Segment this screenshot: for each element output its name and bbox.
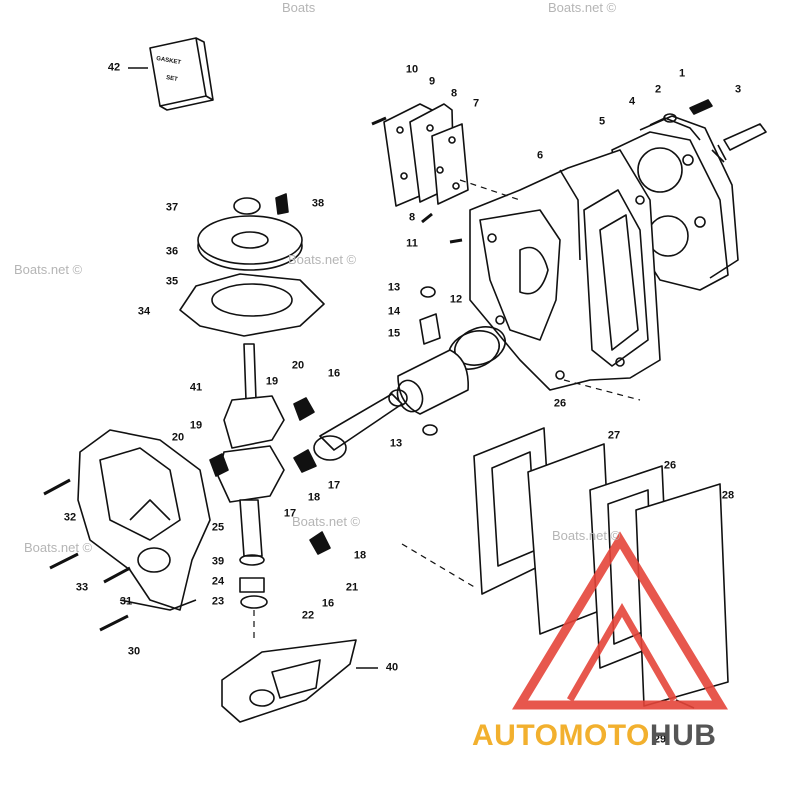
callout-13b: 13 (389, 437, 403, 450)
brand-wordmark: AUTOMOTOHUB (472, 719, 716, 753)
crankshaft (209, 343, 331, 609)
callout-42: 42 (107, 61, 121, 74)
watermark: Boats.net © (288, 252, 357, 267)
callout-26a: 26 (553, 397, 567, 410)
callout-4: 4 (628, 95, 636, 108)
callout-27: 27 (607, 429, 621, 442)
callout-33: 33 (75, 581, 89, 594)
callout-11: 11 (406, 237, 418, 250)
callout-12: 12 (449, 293, 463, 306)
callout-8b: 8 (408, 211, 416, 224)
callout-35: 35 (165, 275, 179, 288)
brand-part2: HUB (649, 719, 717, 752)
bolt-1 (689, 99, 713, 115)
callout-37: 37 (165, 201, 179, 214)
callout-19b: 19 (189, 419, 203, 432)
callout-39: 39 (211, 555, 225, 568)
watermark: Boats.net © (548, 0, 617, 15)
washer-2 (663, 113, 677, 123)
callout-10: 10 (405, 63, 419, 76)
magneto-assembly (179, 193, 325, 337)
callout-34: 34 (137, 305, 151, 318)
callout-8a: 8 (450, 87, 458, 100)
brand-triangle-logo (512, 531, 728, 710)
callout-7: 7 (472, 97, 480, 110)
callout-29: 29 (653, 733, 667, 746)
callout-26b: 26 (663, 459, 677, 472)
callout-20b: 20 (171, 431, 185, 444)
callout-1: 1 (678, 67, 686, 80)
callout-38: 38 (311, 197, 325, 210)
callout-17b: 17 (283, 507, 297, 520)
crankcase-bolts (43, 478, 131, 632)
callout-17a: 17 (327, 479, 341, 492)
callout-25: 25 (211, 521, 225, 534)
callout-41: 41 (189, 381, 203, 394)
callout-24: 24 (211, 575, 225, 588)
callout-5: 5 (598, 115, 606, 128)
callout-3: 3 (734, 83, 742, 96)
crankcase (77, 429, 211, 611)
callout-18b: 18 (353, 549, 367, 562)
cylinder-block (469, 149, 661, 391)
callout-15: 15 (387, 327, 401, 340)
callout-20a: 20 (291, 359, 305, 372)
callout-30: 30 (127, 645, 141, 658)
callout-18a: 18 (307, 491, 321, 504)
callout-6: 6 (536, 149, 544, 162)
callout-9: 9 (428, 75, 436, 88)
callout-23: 23 (211, 595, 225, 608)
callout-14: 14 (387, 305, 401, 318)
gasket-set-box (128, 37, 214, 111)
guide-lines (253, 179, 641, 640)
callout-28: 28 (721, 489, 735, 502)
callout-31: 31 (119, 595, 133, 608)
callout-40: 40 (385, 661, 399, 674)
gasket-plates (473, 427, 729, 709)
callout-36: 36 (165, 245, 179, 258)
watermark: Boats.net © (24, 540, 93, 555)
callout-2: 2 (654, 83, 662, 96)
watermark: Boats (282, 0, 316, 15)
watermark: Boats.net © (292, 514, 361, 529)
callout-16b: 16 (321, 597, 335, 610)
callout-16a: 16 (327, 367, 341, 380)
base-gasket (221, 639, 378, 723)
callout-22: 22 (301, 609, 315, 622)
callout-19a: 19 (265, 375, 279, 388)
callout-13a: 13 (387, 281, 401, 294)
piston-assembly (396, 286, 506, 436)
spark-plug (711, 123, 767, 163)
callout-21: 21 (345, 581, 359, 594)
brand-part1: AUTOMOTO (472, 719, 650, 752)
watermark: Boats.net © (14, 262, 83, 277)
connecting-rod (313, 389, 408, 461)
callout-32: 32 (63, 511, 77, 524)
watermark: Boats.net © (552, 528, 621, 543)
transfer-covers (371, 103, 469, 244)
